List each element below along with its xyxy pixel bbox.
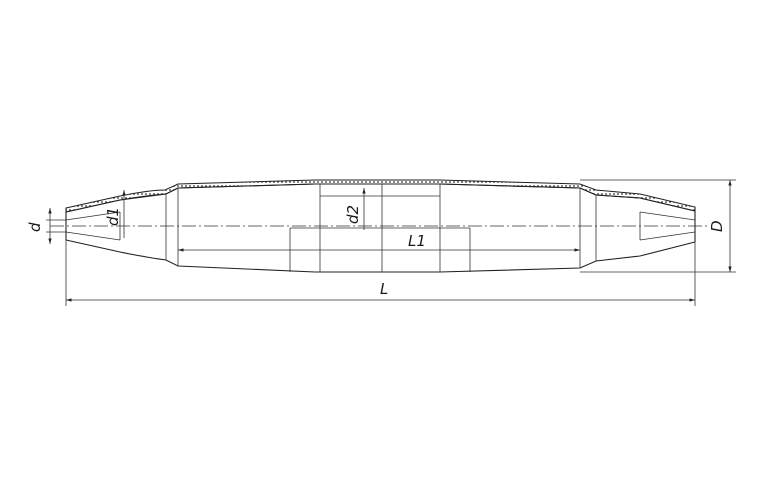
body-outline-lower [65,239,696,273]
label-L1: L1 [408,232,426,250]
label-D: D [708,220,726,232]
label-L: L [380,280,388,298]
label-d2: d2 [344,205,362,224]
body-outline-upper [65,183,696,213]
transition-right [579,188,597,268]
label-d: d [26,222,44,232]
label-d1: d1 [104,207,122,226]
connector-sleeve [289,184,471,272]
transition-left [165,188,179,266]
